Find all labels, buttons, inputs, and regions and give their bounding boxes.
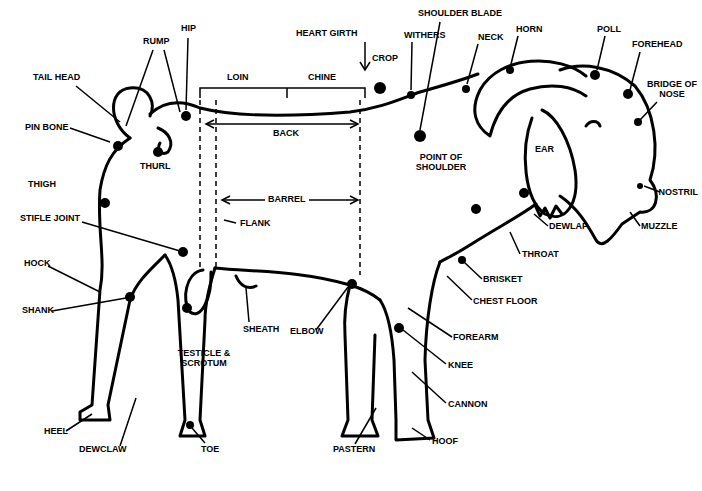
part-label: SHOULDER BLADE bbox=[418, 9, 502, 19]
part-label: LOIN bbox=[227, 73, 249, 83]
part-label: THROAT bbox=[522, 250, 559, 260]
part-label: NECK bbox=[478, 33, 504, 43]
part-label: KNEE bbox=[448, 361, 473, 371]
part-label: CROP bbox=[372, 54, 398, 64]
part-label: HEEL bbox=[44, 427, 68, 437]
part-label: CHEST FLOOR bbox=[473, 297, 538, 307]
part-label: CANNON bbox=[448, 400, 488, 410]
part-label: POINT OF SHOULDER bbox=[404, 153, 478, 173]
part-label: PIN BONE bbox=[25, 123, 69, 133]
part-label: HEART GIRTH bbox=[296, 29, 358, 39]
part-label: SHEATH bbox=[243, 325, 279, 335]
part-label: STIFLE JOINT bbox=[20, 214, 80, 224]
part-label: TAIL HEAD bbox=[33, 73, 80, 83]
part-label: RUMP bbox=[143, 37, 170, 47]
part-label: NOSTRIL bbox=[659, 188, 699, 198]
part-label: FOREARM bbox=[453, 333, 499, 343]
part-label: BACK bbox=[273, 129, 299, 139]
part-label: MUZZLE bbox=[641, 222, 678, 232]
part-label: HIP bbox=[181, 24, 196, 34]
part-label: WITHERS bbox=[404, 31, 446, 41]
part-label: BRIDGE OF NOSE bbox=[646, 80, 698, 100]
part-label: BARREL bbox=[265, 195, 309, 205]
part-label: EAR bbox=[535, 145, 554, 155]
part-label: POLL bbox=[597, 25, 621, 35]
part-label: HOOF bbox=[432, 437, 458, 447]
part-label: DEWCLAW bbox=[79, 445, 127, 455]
part-label: DEWLAP bbox=[549, 222, 588, 232]
part-label: THURL bbox=[140, 162, 171, 172]
part-label: SHANK bbox=[22, 306, 54, 316]
part-label: TOE bbox=[201, 445, 219, 455]
part-label: THIGH bbox=[28, 180, 56, 190]
part-label: PASTERN bbox=[333, 445, 375, 455]
part-label: HORN bbox=[516, 25, 543, 35]
part-label: CHINE bbox=[308, 73, 336, 83]
part-label: FOREHEAD bbox=[632, 40, 683, 50]
part-label: BRISKET bbox=[483, 275, 523, 285]
part-label: FLANK bbox=[240, 219, 271, 229]
part-label: TESTICLE & SCROTUM bbox=[164, 349, 244, 369]
part-label: ELBOW bbox=[290, 327, 324, 337]
part-label: HOCK bbox=[24, 259, 51, 269]
